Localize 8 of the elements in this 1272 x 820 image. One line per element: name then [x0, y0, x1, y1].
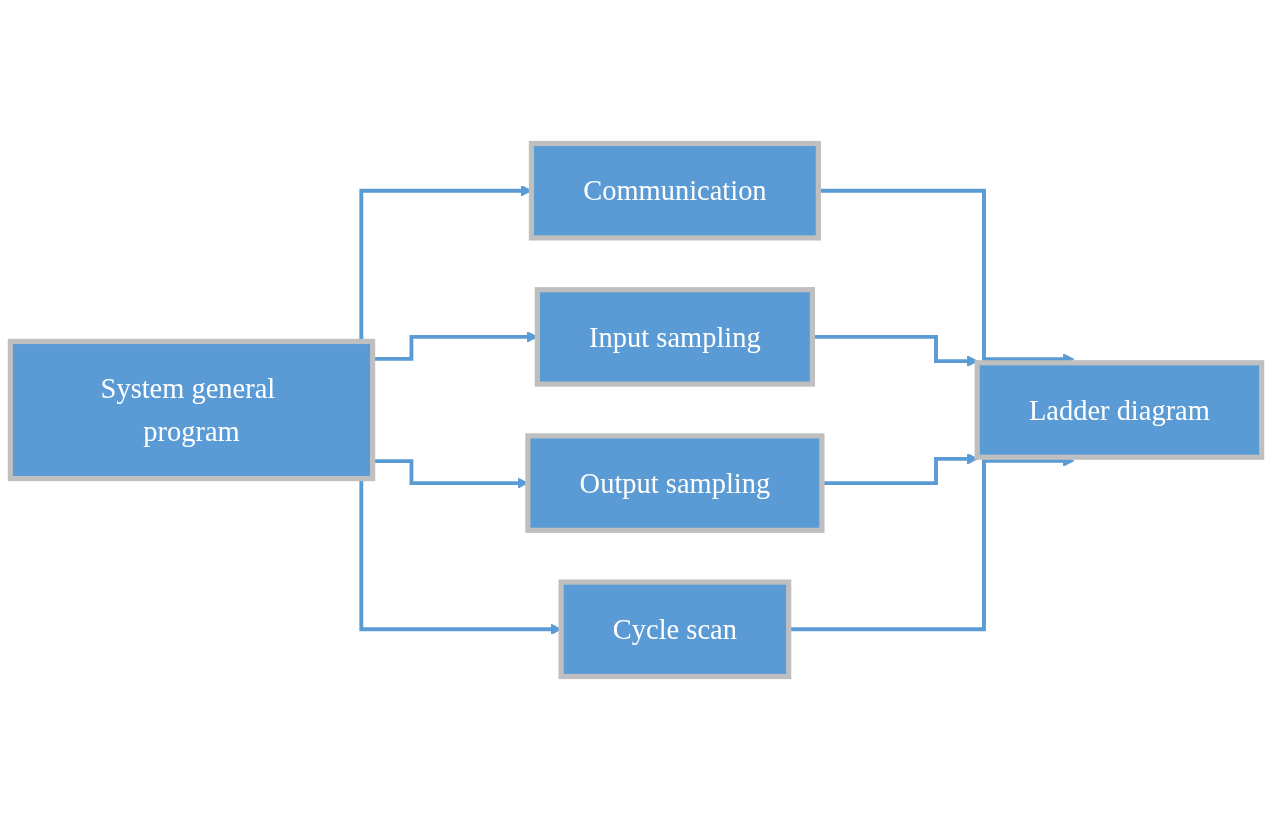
- node-box: Input sampling: [534, 287, 815, 387]
- arrow: [812, 334, 979, 367]
- node-box: System general program: [7, 338, 376, 482]
- node-box: Ladder diagram: [974, 360, 1265, 460]
- node-box: Communication: [528, 140, 821, 241]
- arrow: [372, 331, 538, 361]
- node-box: Cycle scan: [558, 579, 792, 680]
- node-box: Output sampling: [525, 433, 825, 533]
